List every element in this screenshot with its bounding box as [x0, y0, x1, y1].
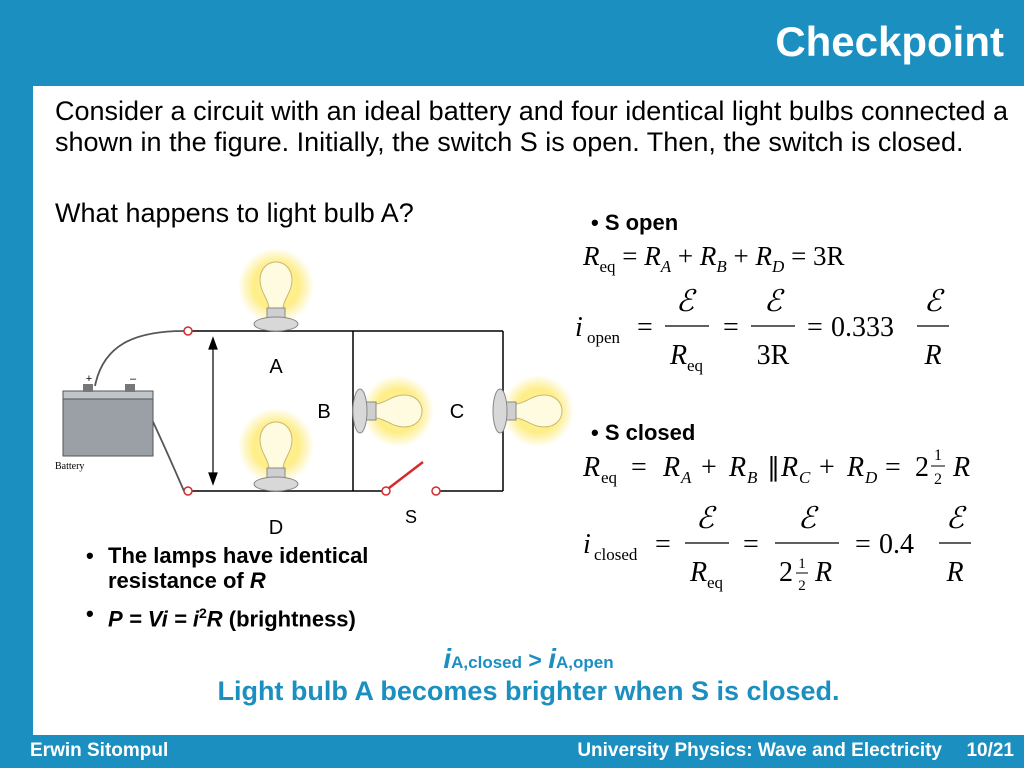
svg-text:1: 1 — [934, 447, 942, 464]
open-req-equation: Req = RA + RB + RD = 3R — [583, 241, 845, 276]
svg-text:closed: closed — [594, 545, 638, 564]
svg-text:2: 2 — [934, 471, 942, 488]
svg-text:ℰ: ℰ — [676, 285, 697, 318]
svg-text:R: R — [945, 557, 963, 588]
svg-text:R: R — [846, 452, 864, 483]
bulb-label-c: C — [450, 401, 464, 423]
svg-text:eq: eq — [687, 356, 704, 375]
svg-text:=: = — [655, 529, 671, 560]
svg-text:=: = — [637, 312, 653, 343]
svg-text:R: R — [582, 452, 600, 483]
svg-text:ℰ: ℰ — [764, 285, 785, 318]
battery-minus: – — [130, 373, 137, 385]
terminal-bottom — [183, 486, 193, 496]
svg-text:0.4: 0.4 — [879, 529, 914, 560]
bulb-label-d: D — [269, 517, 283, 539]
note-identical-resistance: The lamps have identical resistance of R — [86, 543, 476, 593]
svg-text:R: R — [689, 557, 707, 588]
footer-bar: Erwin Sitompul University Physics: Wave … — [0, 735, 1024, 768]
notes-list: The lamps have identical resistance of R… — [86, 543, 476, 639]
svg-text:ℰ: ℰ — [798, 502, 819, 535]
problem-statement: Consider a circuit with an ideal battery… — [55, 96, 1009, 157]
bulb-label-a: A — [269, 356, 283, 378]
slide-content: Consider a circuit with an ideal battery… — [33, 86, 1024, 735]
battery-icon — [62, 384, 154, 457]
svg-text:1: 1 — [798, 556, 806, 572]
footer-page-number: 10/21 — [966, 740, 1014, 761]
svg-text:i: i — [575, 312, 583, 343]
svg-text:=: = — [631, 452, 647, 483]
open-current-equation: i open = ℰ R eq = ℰ 3R = 0.333 ℰ R — [575, 285, 949, 375]
svg-text:eq: eq — [707, 573, 724, 592]
current-comparison: iA,closed > iA,open — [443, 643, 614, 674]
bulb-d-icon — [238, 408, 314, 492]
svg-text:eq: eq — [601, 468, 618, 487]
svg-text:+: + — [701, 452, 717, 483]
svg-text:open: open — [587, 328, 621, 347]
s-open-heading: • S open — [591, 210, 679, 235]
slide-title: Checkpoint — [775, 18, 1004, 65]
bulb-c-icon — [492, 375, 574, 447]
svg-text:A: A — [680, 468, 692, 487]
svg-text:ℰ: ℰ — [696, 502, 717, 535]
circuit-diagram: + – Battery — [55, 248, 574, 539]
svg-text:ℰ: ℰ — [946, 502, 967, 535]
svg-text:=: = — [723, 312, 739, 343]
switch-label: S — [405, 507, 417, 527]
switch-icon — [381, 461, 441, 496]
svg-text:2: 2 — [798, 578, 806, 594]
svg-text:C: C — [799, 468, 811, 487]
footer-author: Erwin Sitompul — [30, 740, 169, 761]
svg-text:R: R — [669, 340, 687, 371]
svg-text:=: = — [807, 312, 823, 343]
closed-current-equation: i closed = ℰ R eq = ℰ 2 1 2 R = 0.4 ℰ R — [583, 502, 971, 594]
footer-course: University Physics: Wave and Electricity — [577, 740, 942, 761]
svg-text:B: B — [747, 468, 758, 487]
svg-text:R: R — [728, 452, 746, 483]
svg-text:D: D — [864, 468, 878, 487]
svg-text:∥: ∥ — [767, 453, 780, 482]
battery-label: Battery — [55, 461, 84, 472]
svg-text:=: = — [885, 452, 901, 483]
svg-text:R: R — [662, 452, 680, 483]
svg-text:R: R — [923, 340, 941, 371]
question: What happens to light bulb A? — [55, 198, 414, 228]
closed-req-equation: R eq = R A + R B ∥ R C + R D = 2 1 2 R — [582, 447, 970, 488]
svg-text:=: = — [743, 529, 759, 560]
note-power-formula: P = Vi = i2R (brightness) — [86, 601, 476, 631]
svg-text:i: i — [583, 529, 591, 560]
terminal-top — [183, 326, 193, 336]
battery-plus: + — [86, 373, 92, 385]
svg-text:R: R — [952, 452, 970, 483]
svg-text:ℰ: ℰ — [924, 285, 945, 318]
svg-text:2: 2 — [779, 557, 793, 588]
svg-text:0.333: 0.333 — [831, 312, 894, 343]
svg-text:R: R — [780, 452, 798, 483]
svg-text:2: 2 — [915, 452, 929, 483]
header-bar: Checkpoint — [0, 0, 1024, 86]
svg-text:=: = — [855, 529, 871, 560]
bulb-b-icon — [352, 375, 434, 447]
bulb-label-b: B — [317, 401, 330, 423]
bulb-a-icon — [238, 248, 314, 332]
s-closed-heading: • S closed — [591, 420, 696, 445]
conclusion-statement: Light bulb A becomes brighter when S is … — [217, 676, 840, 706]
svg-text:3R: 3R — [757, 340, 790, 371]
svg-text:+: + — [819, 452, 835, 483]
arrow — [208, 336, 218, 486]
svg-text:R: R — [814, 557, 832, 588]
